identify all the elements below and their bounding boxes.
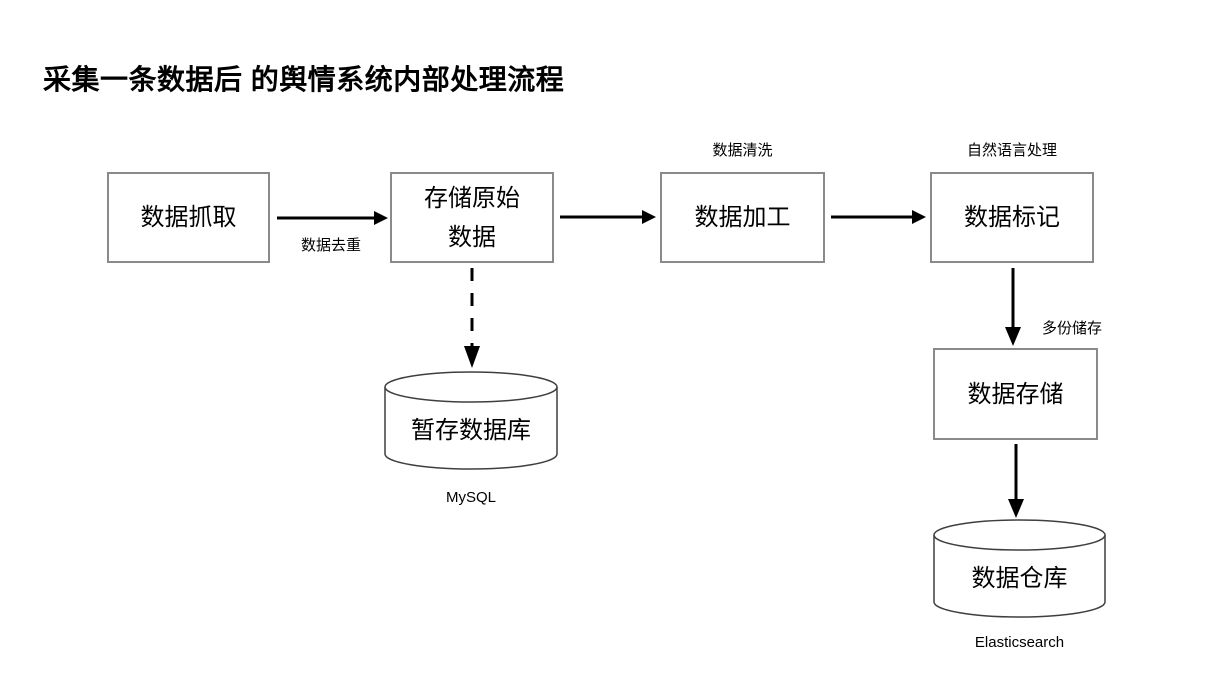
arrow-storage-to-warehouse	[1008, 444, 1024, 518]
node-label: 数据标记	[964, 204, 1060, 231]
node-label: 数据加工	[694, 204, 791, 231]
annotation-data-cleaning: 数据清洗	[712, 142, 773, 159]
caption-elasticsearch: Elasticsearch	[974, 634, 1065, 651]
arrow-store-to-processing	[560, 210, 656, 224]
page-title: 采集一条数据后 的舆情系统内部处理流程	[43, 64, 565, 95]
edge-label-multi-copy: 多份储存	[1042, 320, 1103, 337]
caption-mysql: MySQL	[445, 489, 496, 506]
arrow-store-to-tempdb-dashed	[464, 268, 480, 368]
arrow-processing-to-tagging	[831, 210, 926, 224]
node-data-warehouse: 数据仓库	[933, 519, 1106, 618]
node-label: 暂存数据库	[411, 417, 531, 444]
node-temp-database: 暂存数据库	[384, 371, 558, 470]
edge-label-dedup: 数据去重	[300, 237, 361, 254]
node-store-raw-data: 存储原始 数据	[390, 172, 554, 263]
node-label: 存储原始 数据	[424, 184, 520, 251]
annotation-nlp: 自然语言处理	[966, 142, 1057, 159]
arrow-scraping-to-store	[277, 211, 388, 225]
arrow-tagging-to-storage	[1005, 268, 1021, 346]
node-label: 数据存储	[967, 380, 1064, 408]
node-data-tagging: 数据标记	[930, 172, 1094, 263]
database-cylinder-icon	[384, 371, 558, 470]
node-data-scraping: 数据抓取	[107, 172, 270, 263]
node-data-storage: 数据存储	[933, 348, 1098, 440]
node-label: 数据抓取	[140, 204, 237, 231]
node-data-processing: 数据加工	[660, 172, 825, 263]
database-cylinder-icon	[933, 519, 1106, 618]
node-label: 数据仓库	[971, 565, 1068, 592]
